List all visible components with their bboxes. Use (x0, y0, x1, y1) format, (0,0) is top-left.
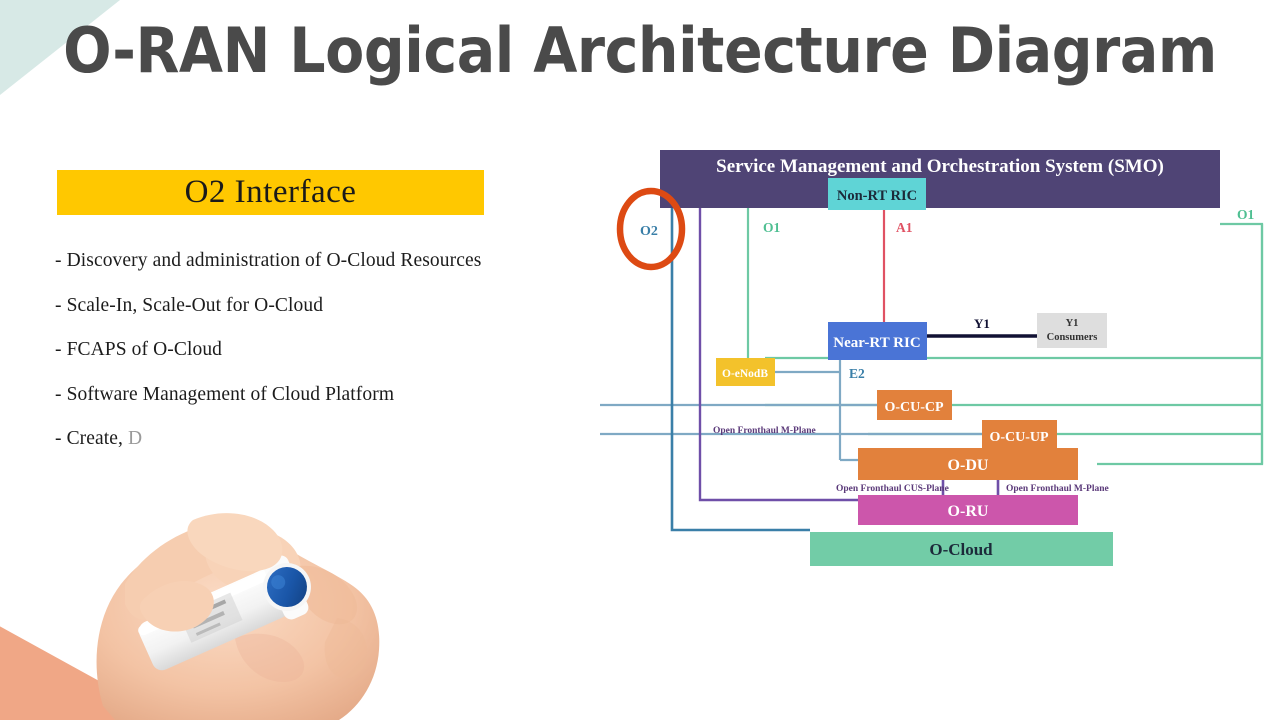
o2-highlight-circle (616, 187, 686, 271)
interface-label-open-fronthaul-m-plane-right: Open Fronthaul M-Plane (1006, 484, 1109, 494)
interface-label-o2-highlighted: O2 (616, 187, 686, 271)
box-o-cu-up-label: O-CU-UP (989, 430, 1049, 445)
box-o-du[interactable]: O-DU (858, 448, 1078, 480)
hand-fingers-foreground (139, 513, 283, 632)
bullet-item: - Discovery and administration of O-Clou… (55, 250, 482, 271)
bullet-item-in-progress: - Create, D (55, 428, 595, 450)
interface-label-a1: A1 (896, 220, 913, 235)
box-y1-consumers[interactable]: Y1 Consumers (1037, 313, 1107, 348)
box-near-rt-ric[interactable]: Near-RT RIC (828, 322, 927, 360)
box-o-enodb-label: O-eNodB (722, 368, 768, 380)
diagram-connectors (600, 208, 1264, 532)
box-y1-consumers-line1: Y1 (1066, 318, 1079, 329)
box-o-cu-cp-label: O-CU-CP (884, 400, 944, 415)
bullet-item: - Software Management of Cloud Platform (55, 383, 395, 405)
interface-label-o1-right: O1 (1237, 207, 1255, 222)
bullet-item: - FCAPS of O-Cloud (55, 339, 223, 360)
interface-label-e2: E2 (849, 366, 865, 381)
box-smo-label: Service Management and Orchestration Sys… (716, 156, 1164, 177)
interface-label-open-fronthaul-cus-plane: Open Fronthaul CUS-Plane (836, 484, 949, 494)
box-o-cu-up[interactable]: O-CU-UP (982, 420, 1057, 450)
box-non-rt-ric[interactable]: Non-RT RIC (828, 178, 926, 210)
box-o-cloud[interactable]: O-Cloud (810, 532, 1113, 566)
interface-label-y1: Y1 (974, 316, 990, 331)
box-o-du-label: O-DU (948, 457, 989, 474)
interface-label-o1-left: O1 (763, 220, 781, 235)
box-smo[interactable]: Service Management and Orchestration Sys… (660, 150, 1220, 208)
open-fronthaul-m-plane-link (698, 208, 858, 502)
whiteboard-hand-with-marker (85, 468, 415, 720)
page-title: O-RAN Logical Architecture Diagram (63, 14, 1217, 87)
section-heading-label: O2 Interface (184, 174, 357, 210)
box-o-enodb[interactable]: O-eNodB (716, 358, 775, 386)
box-o-ru[interactable]: O-RU (858, 495, 1078, 525)
interface-label-o2: O2 (640, 224, 658, 239)
bullet-list: - Discovery and administration of O-Clou… (55, 250, 595, 473)
section-heading-highlight: O2 Interface (57, 170, 484, 215)
box-o-cloud-label: O-Cloud (929, 540, 993, 559)
bullet-item-partial-glyph: D (123, 428, 143, 449)
box-near-rt-ric-label: Near-RT RIC (833, 335, 920, 351)
o2-link (670, 208, 810, 532)
box-o-ru-label: O-RU (948, 503, 989, 520)
box-o-cu-cp[interactable]: O-CU-CP (877, 390, 952, 420)
bullet-item-text: - Create, (55, 428, 124, 449)
oran-architecture-diagram: Service Management and Orchestration Sys… (600, 150, 1280, 580)
bullet-item: - Scale-In, Scale-Out for O-Cloud (55, 294, 324, 316)
interface-label-open-fronthaul-m-plane-left: Open Fronthaul M-Plane (713, 426, 816, 436)
e2-link-tree (600, 360, 982, 462)
box-y1-consumers-line2: Consumers (1047, 332, 1098, 343)
box-non-rt-ric-label: Non-RT RIC (837, 188, 917, 204)
